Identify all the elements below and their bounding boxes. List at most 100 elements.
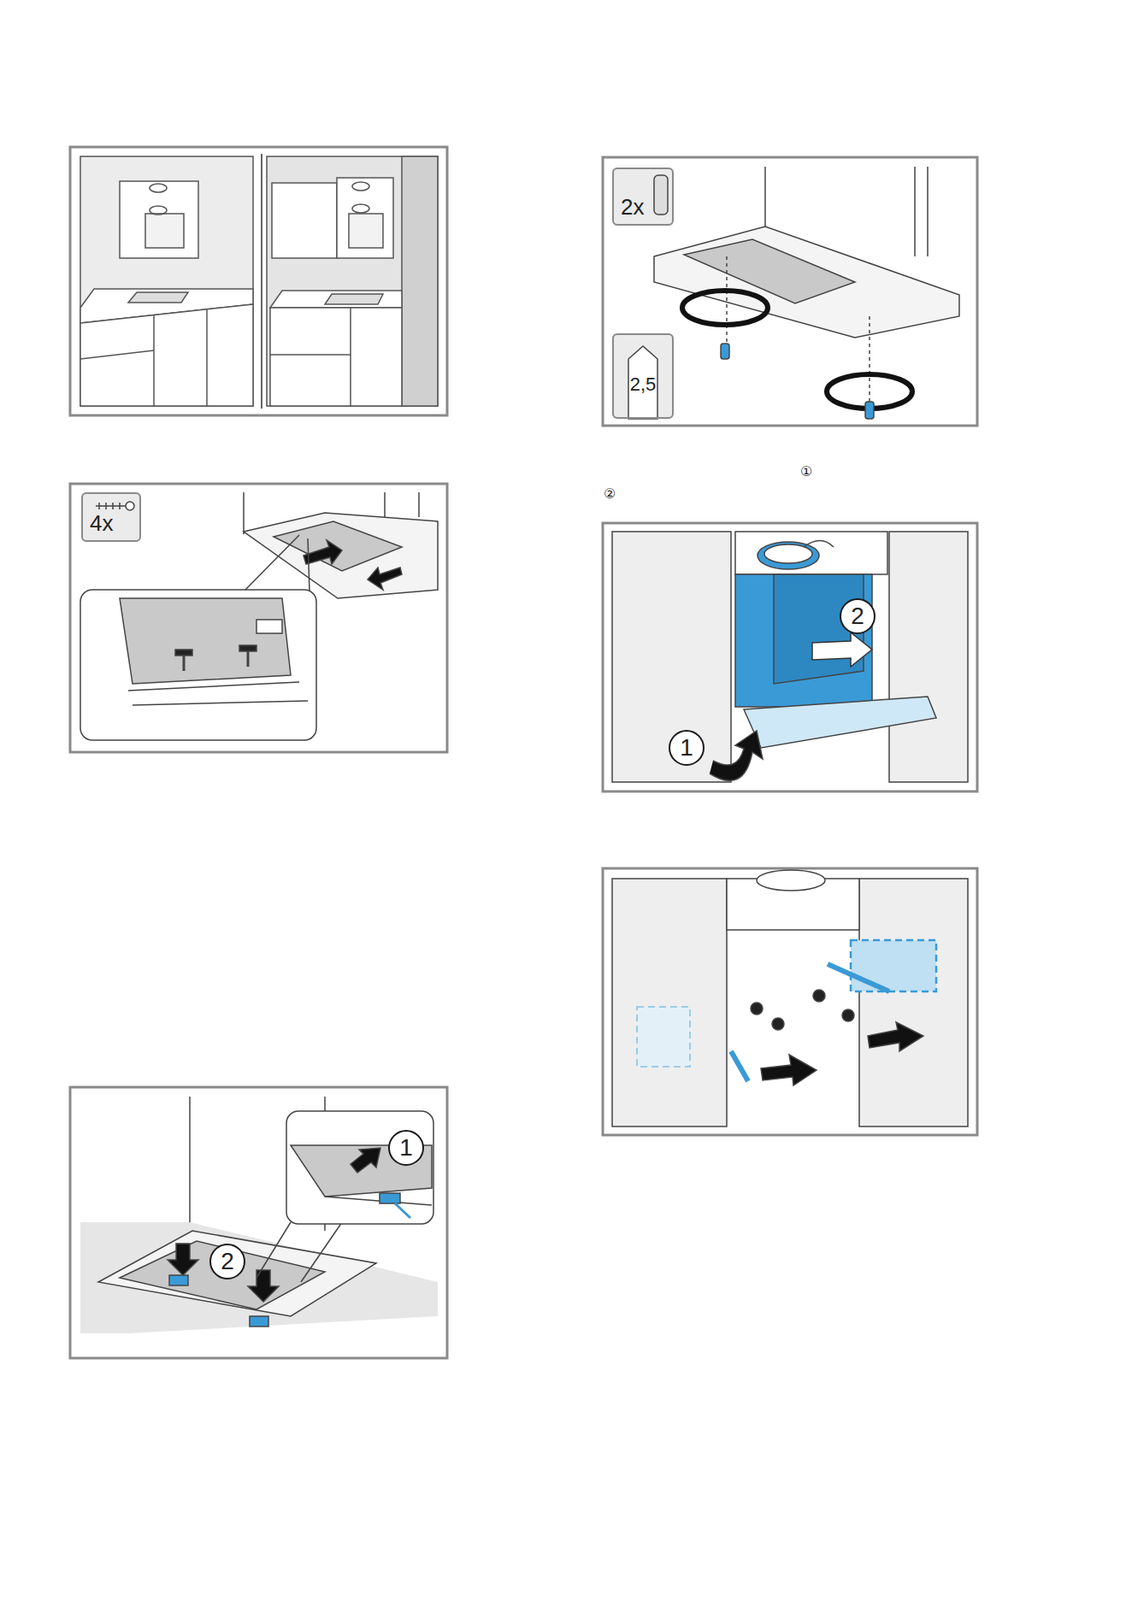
screw	[175, 649, 193, 656]
icon-bg	[612, 167, 674, 226]
detail-inset	[80, 589, 317, 741]
leader	[256, 1222, 291, 1279]
hood-tray	[243, 512, 438, 599]
tool-box: 2,5	[612, 333, 674, 419]
cabinet-line	[206, 309, 208, 407]
pin	[720, 343, 730, 360]
cabinet-side	[889, 531, 968, 783]
arrow	[367, 567, 402, 590]
arrow	[247, 1270, 279, 1303]
axis-line	[725, 256, 728, 342]
spring-pin-icon	[654, 175, 668, 215]
hood-tray	[98, 1231, 377, 1317]
blue-box	[735, 574, 873, 708]
rotate-arrow	[682, 290, 768, 325]
panel-frame	[70, 1087, 448, 1359]
kitchen-scenes	[80, 153, 438, 409]
arrow	[867, 1022, 924, 1052]
cabinet-side	[612, 531, 732, 783]
rail-bracket	[636, 1007, 690, 1068]
detail-inset	[286, 1111, 434, 1225]
arrow	[303, 540, 342, 565]
screw	[239, 645, 257, 652]
hood-tabs	[80, 1096, 438, 1334]
side-wall	[401, 156, 438, 407]
cabinet-side	[612, 878, 727, 1127]
screw	[842, 1009, 855, 1022]
edge	[324, 1196, 432, 1206]
callout-number: 2	[209, 1244, 246, 1280]
pin	[865, 401, 874, 419]
hood-pins	[612, 166, 960, 419]
step-marker: ②	[603, 485, 616, 502]
node-text: 2,5	[630, 373, 657, 396]
duct	[756, 870, 826, 891]
callout-number: 2	[839, 598, 876, 635]
cabinet-side	[859, 878, 968, 1127]
duct	[352, 204, 370, 213]
flap	[743, 696, 937, 749]
arrow	[167, 1244, 199, 1276]
screw	[247, 651, 250, 667]
node-text: 2	[220, 1248, 235, 1276]
blue-tab	[379, 1193, 401, 1204]
hood-tray	[654, 226, 960, 338]
blue-tab	[169, 1275, 189, 1286]
filter-plate	[119, 1241, 325, 1310]
blue-tab	[249, 1316, 269, 1327]
cabinet-line	[383, 492, 386, 518]
callout-number: 1	[668, 730, 705, 767]
base-cabinets	[270, 307, 402, 407]
shelf	[735, 531, 888, 575]
node-text: 1	[679, 734, 694, 762]
leader	[243, 535, 300, 592]
cabinet-line	[926, 166, 929, 257]
edge	[128, 682, 300, 691]
hob	[324, 294, 384, 305]
screws	[750, 990, 855, 1031]
step-marker: ①	[800, 463, 813, 480]
quantity-box: 2x	[612, 167, 674, 226]
rail-bracket	[850, 940, 937, 992]
leader	[300, 1222, 342, 1283]
cabinet-line	[153, 314, 155, 407]
cable	[803, 541, 834, 549]
background	[266, 156, 438, 407]
mounting-rails	[612, 870, 968, 1127]
wall-cabinet	[119, 181, 199, 259]
duct	[352, 182, 370, 191]
cabinet-line	[188, 1096, 191, 1232]
rotate-arrow	[709, 731, 763, 781]
node-text: 4x	[89, 510, 113, 537]
duct	[757, 542, 820, 570]
wall-cabinet	[336, 177, 394, 259]
drawer-line	[270, 353, 351, 356]
filter-plate	[273, 521, 402, 572]
screw	[813, 990, 826, 1003]
hob	[128, 292, 189, 303]
cabinet-line	[913, 166, 916, 257]
cabinet-line	[418, 492, 420, 518]
hood	[145, 213, 184, 248]
duct	[149, 206, 167, 215]
filter-plate	[119, 598, 291, 684]
base-cabinets	[80, 304, 254, 407]
screw	[750, 1002, 763, 1015]
wall-cabinet	[271, 182, 337, 259]
rail	[731, 1051, 749, 1082]
node-text: 2	[850, 602, 865, 631]
wall	[80, 1222, 438, 1334]
duct	[149, 183, 167, 193]
edge	[132, 701, 308, 706]
panel-frames	[70, 147, 978, 1359]
callout-number: 1	[388, 1130, 425, 1167]
slot	[256, 619, 283, 634]
rail	[827, 964, 890, 992]
panel-frame	[602, 868, 978, 1136]
screw-icon	[125, 501, 135, 511]
arrow	[812, 632, 873, 667]
axis-line	[868, 316, 871, 402]
panel-frame	[70, 483, 448, 753]
